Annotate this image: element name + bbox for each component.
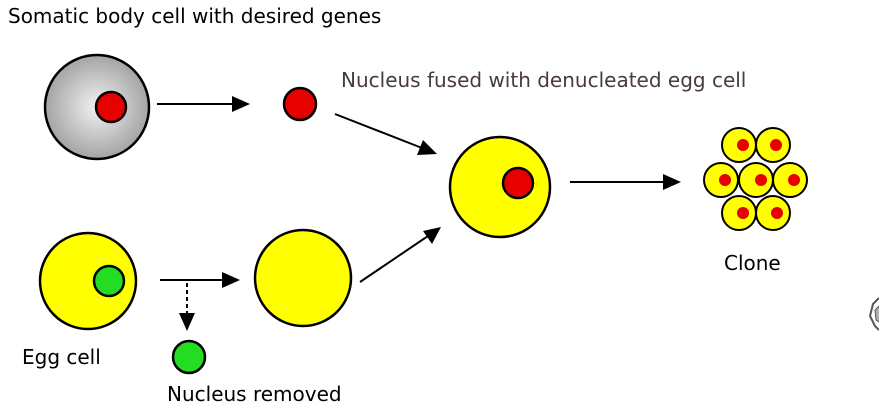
somatic-cell <box>43 53 151 161</box>
arrow-nucleus-to-fused <box>334 113 437 155</box>
fused-cell <box>448 135 552 239</box>
cropped-edge-icon <box>868 297 879 331</box>
nucleus-removed-label: Nucleus removed <box>167 382 342 406</box>
clone-cell <box>772 162 808 198</box>
clone-label: Clone <box>724 251 781 275</box>
removed-nucleus <box>171 339 207 375</box>
clone-cell <box>703 162 739 198</box>
clone-cluster <box>703 127 808 231</box>
enucleated-egg-cell <box>253 228 353 328</box>
egg-nucleus <box>92 264 126 298</box>
clone-cell <box>738 162 774 198</box>
clone-cell <box>755 195 791 231</box>
egg-cell-label: Egg cell <box>22 345 101 369</box>
fused-nucleus <box>501 166 535 200</box>
clone-cell <box>755 127 791 163</box>
somatic-nucleus <box>94 90 128 124</box>
clone-cell <box>721 127 757 163</box>
egg-cell <box>38 231 138 331</box>
arrow-enucleated-to-fused <box>359 227 441 283</box>
fused-label: Nucleus fused with denucleated egg cell <box>341 68 747 92</box>
arrow-nucleus-removal <box>179 283 195 331</box>
extracted-nucleus <box>282 86 318 122</box>
title-label: Somatic body cell with desired genes <box>8 4 382 28</box>
arrow-fused-to-clone <box>570 174 681 190</box>
arrow-egg-to-enucleated <box>160 272 240 288</box>
arrow-extract-nucleus <box>157 96 250 112</box>
clone-cell <box>721 195 757 231</box>
